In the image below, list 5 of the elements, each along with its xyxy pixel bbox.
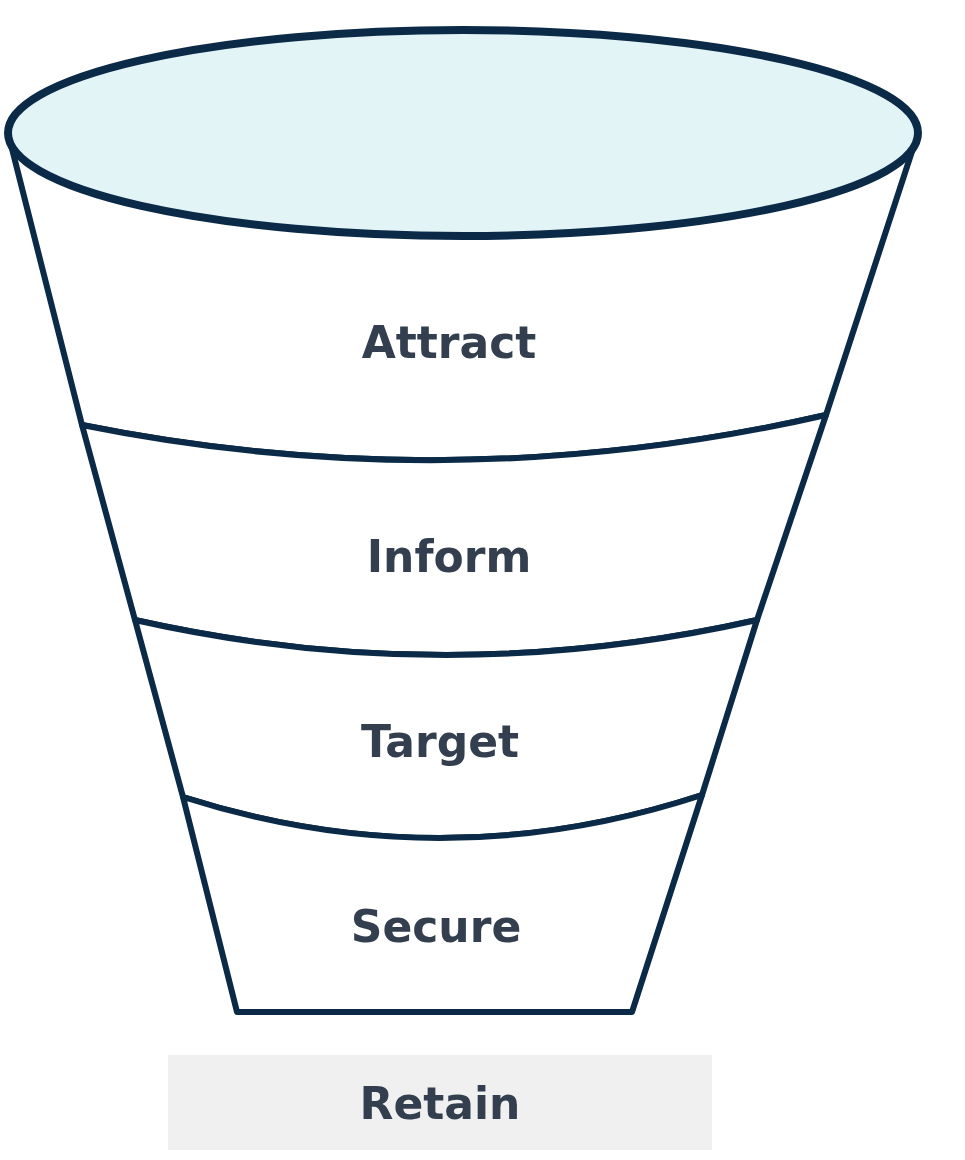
stage-label: Target xyxy=(360,717,520,767)
stage-label: Secure xyxy=(350,902,522,952)
stage-label: Retain xyxy=(359,1079,521,1129)
stage-label: Attract xyxy=(361,318,537,368)
stage-label: Inform xyxy=(366,532,532,582)
